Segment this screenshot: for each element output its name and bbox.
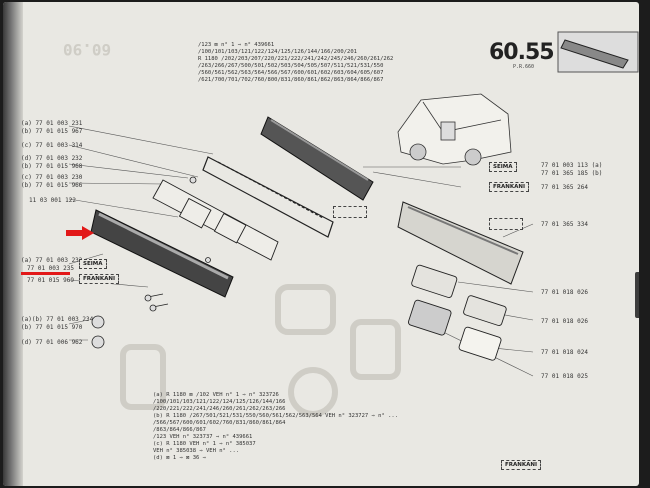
red-underline bbox=[21, 272, 70, 275]
part-label: (c) 77 01 003 230 bbox=[21, 174, 83, 181]
footer-line: (a) R 1180 ⊠ /102 VEH n° 1 ⇒ n° 323726 bbox=[153, 392, 279, 398]
part-label: 77 01 365 334 bbox=[541, 221, 588, 228]
header-line: R 1180 /202/203/207/220/221/222/241/242/… bbox=[198, 56, 394, 62]
header-line: /100/101/103/121/122/124/125/126/144/166… bbox=[198, 49, 357, 55]
footer-line: (b) R 1180 /267/501/521/531/550/560/561/… bbox=[153, 413, 399, 419]
footer-line: /566/567/600/601/602/760/831/860/861/864 bbox=[153, 420, 286, 426]
part-label: (b) 77 01 015 970 bbox=[21, 324, 83, 331]
header-line: /560/561/562/563/564/566/567/600/601/602… bbox=[198, 70, 384, 76]
part-label: (a)(b) 77 01 003 234 bbox=[21, 316, 94, 323]
footer-line: /220/221/222/241/246/260/261/262/263/266 bbox=[153, 406, 286, 412]
plate-lamp bbox=[397, 201, 524, 285]
part-label: (b) 77 01 015 968 bbox=[21, 163, 83, 170]
part-label: (a) 77 01 003 233 bbox=[21, 257, 83, 264]
part-label: (c) 77 01 003 314 bbox=[21, 142, 83, 149]
model-header: /123 ⊠ n° 1 ⇒ n° 439661 /100/101/103/121… bbox=[198, 42, 453, 84]
binder-edge bbox=[3, 2, 23, 486]
placeholder-box bbox=[333, 206, 367, 218]
seima-box-left: SEIMA bbox=[79, 259, 107, 269]
page-sub: P.R.660 bbox=[513, 64, 535, 70]
part-label: (a) 77 01 003 231 bbox=[21, 120, 83, 127]
page-number: 60.55 bbox=[489, 40, 555, 65]
header-line: /263/266/267/500/501/502/503/504/505/507… bbox=[198, 63, 384, 69]
page-tab bbox=[635, 272, 639, 318]
footer-line: /863/864/866/867 bbox=[153, 427, 206, 433]
part-label: 77 01 365 264 bbox=[541, 184, 588, 191]
footer-line: VEH n° 385038 ⇒ VEH n° ... bbox=[153, 448, 240, 454]
lamp-gasket bbox=[202, 156, 334, 238]
rear-lamp-upper bbox=[260, 116, 374, 201]
red-arrow-icon bbox=[66, 226, 94, 240]
seima-box-right: SEIMA bbox=[489, 162, 517, 172]
lamp-components bbox=[407, 264, 507, 361]
part-label: 77 01 018 024 bbox=[541, 349, 588, 356]
exploded-diagram bbox=[68, 31, 639, 417]
frankani-box-bottom: FRANKANI bbox=[501, 460, 542, 470]
frankani-box-right: FRANKANI bbox=[489, 182, 530, 192]
header-line: /123 ⊠ n° 1 ⇒ n° 439661 bbox=[198, 42, 275, 48]
catalog-page: 60.90 /123 ⊠ n° 1 ⇒ n° 439661 /100/101/1… bbox=[3, 2, 639, 486]
part-label: 11 03 001 122 bbox=[29, 197, 76, 204]
footer-line: /123 VEH n° 323737 ⇒ n° 439661 bbox=[153, 434, 253, 440]
footer-line: /100/101/103/121/122/124/125/126/144/166 bbox=[153, 399, 286, 405]
part-label: 77 01 018 026 bbox=[541, 289, 588, 296]
leader-lines bbox=[68, 125, 534, 377]
part-label: 77 01 365 185 (b) bbox=[541, 170, 603, 177]
lamp-housing bbox=[152, 179, 279, 261]
applicability-footer: (a) R 1180 ⊠ /102 VEH n° 1 ⇒ n° 323726 /… bbox=[153, 392, 493, 462]
part-label: (d) 77 01 006 962 bbox=[21, 339, 83, 346]
rear-lamp-lens-left bbox=[90, 209, 234, 298]
part-label: 77 01 018 026 bbox=[541, 318, 588, 325]
part-label: 77 01 003 235 bbox=[27, 265, 74, 272]
part-label: 77 01 018 025 bbox=[541, 373, 588, 380]
part-label: 77 01 003 113 (a) bbox=[541, 162, 603, 169]
part-label: (d) 77 01 003 232 bbox=[21, 155, 83, 162]
thumbnail-lamp bbox=[557, 31, 639, 73]
screws bbox=[91, 176, 211, 349]
footer-line: (c) R 1180 VEH n° 1 ⇒ n° 385037 bbox=[153, 441, 256, 447]
frankani-box-left: FRANKANI bbox=[79, 274, 120, 284]
placeholder-box bbox=[489, 218, 523, 230]
part-label: (b) 77 01 015 967 bbox=[21, 128, 83, 135]
car-illustration bbox=[397, 93, 512, 166]
footer-line: (d) ⊠ 1 ⇒ ⊠ 36 ⇒ bbox=[153, 455, 206, 461]
header-line: /621/700/701/702/760/800/831/860/861/862… bbox=[198, 77, 384, 83]
part-label: 77 01 015 969 bbox=[27, 277, 74, 284]
part-label: (b) 77 01 015 966 bbox=[21, 182, 83, 189]
ghost-print bbox=[120, 284, 401, 417]
